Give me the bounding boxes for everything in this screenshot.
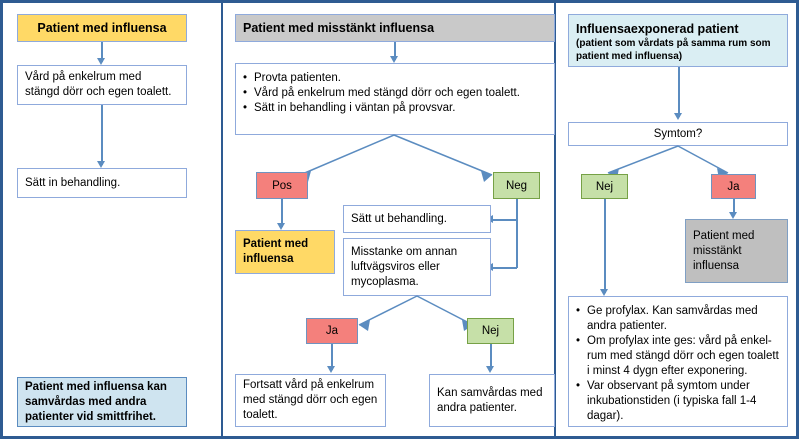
middle-branch-pos: Pos (256, 172, 308, 199)
middle-actions-box: Provta patienten. Vård på enkelrum med s… (235, 63, 555, 135)
left-step1-label: Vård på enkelrum med stängd dörr och ege… (25, 71, 172, 98)
middle-ja-connector-arrow (327, 366, 335, 373)
middle-branch-neg-label: Neg (505, 179, 528, 192)
middle-neg-action2-label: Misstanke om annan luftvägsviros eller m… (351, 245, 458, 288)
middle-neg-rail-hline-2 (492, 267, 517, 269)
list-item: Ge profylax. Kan samvårdas med andra pat… (576, 304, 780, 334)
column-divider-right (554, 3, 556, 436)
right-branch-ja-label: Ja (727, 180, 740, 193)
list-item: Provta patienten. (243, 71, 547, 86)
left-connector-2-arrow (97, 161, 105, 168)
middle-branch-ja: Ja (306, 318, 358, 344)
middle-ja-result-box: Fortsatt vård på enkelrum med stängd dör… (235, 374, 386, 427)
middle-branch-pos-label: Pos (272, 179, 292, 192)
middle-branch-ja-label: Ja (325, 325, 339, 337)
left-footer-label: Patient med influensa kan samvårdas med … (25, 380, 167, 423)
middle-ja-connector-line (331, 344, 333, 370)
right-ja-result-box: Patient med misstänkt influensa (685, 219, 788, 283)
middle-branch-nej-label: Nej (481, 325, 500, 337)
right-connector-1-arrow (674, 113, 682, 120)
right-ja-result-label: Patient med misstänkt influensa (693, 229, 755, 272)
left-step2-box: Sätt in behandling. (17, 168, 187, 198)
right-question-box: Symtom? (568, 122, 788, 146)
middle-neg-action1-label: Sätt ut behandling. (351, 212, 447, 225)
left-connector-1-arrow (97, 58, 105, 65)
middle-pos-result-box: Patient med influensa (235, 230, 335, 274)
right-header-subtitle: (patient som vårdats på samma rum som pa… (576, 38, 771, 62)
right-ja-connector-arrow (729, 212, 737, 219)
middle-pos-connector-line (281, 199, 283, 227)
middle-ja-result-label: Fortsatt vård på enkelrum med stängd dör… (243, 379, 378, 421)
middle-nej-result-label: Kan samvårdas med andra patienter. (437, 386, 543, 414)
right-question-label: Symtom? (653, 127, 703, 140)
column-divider-left (221, 3, 223, 436)
list-item: Vård på enkelrum med stängd dörr och ege… (243, 86, 547, 101)
list-item: Om profylax inte ges: vård på enkel-rum … (576, 334, 780, 379)
left-header-box: Patient med influensa (17, 14, 187, 42)
middle-header-label: Patient med misstänkt influensa (243, 20, 435, 35)
middle-branch-neg: Neg (493, 172, 540, 199)
middle-branch-nej: Nej (467, 318, 514, 344)
middle-connector-1-arrow (390, 56, 398, 63)
right-nej-connector-line (604, 199, 606, 293)
middle-nej-connector-line (490, 344, 492, 370)
left-step2-label: Sätt in behandling. (25, 176, 121, 189)
right-connector-1-line (678, 67, 680, 117)
list-item: Var observant på symtom under inkubation… (576, 379, 780, 424)
right-nej-connector-arrow (600, 289, 608, 296)
middle-pos-connector-arrow (277, 223, 285, 230)
right-branch-nej: Nej (581, 174, 628, 199)
left-step1-box: Vård på enkelrum med stängd dörr och ege… (17, 65, 187, 105)
middle-neg-action1-box: Sätt ut behandling. (343, 205, 491, 233)
middle-nej-connector-arrow (486, 366, 494, 373)
middle-header-box: Patient med misstänkt influensa (235, 14, 555, 42)
right-ja-connector-line (733, 199, 735, 215)
right-header-title: Influensaexponerad patient (576, 22, 739, 36)
left-header-label: Patient med influensa (37, 20, 167, 35)
right-header-box: Influensaexponerad patient (patient som … (568, 14, 788, 67)
middle-actions-list: Provta patienten. Vård på enkelrum med s… (243, 71, 547, 116)
right-branch-nej-label: Nej (595, 180, 614, 193)
middle-pos-result-label: Patient med influensa (243, 238, 309, 265)
left-connector-1-line (101, 42, 103, 62)
right-nej-actions-box: Ge profylax. Kan samvårdas med andra pat… (568, 296, 788, 427)
right-branch-ja: Ja (711, 174, 756, 199)
list-item: Sätt in behandling i väntan på provsvar. (243, 101, 547, 116)
middle-nej-result-box: Kan samvårdas med andra patienter. (429, 374, 555, 427)
middle-neg-rail-vline (516, 199, 518, 268)
right-nej-actions-list: Ge profylax. Kan samvårdas med andra pat… (576, 304, 780, 424)
left-footer-box: Patient med influensa kan samvårdas med … (17, 377, 187, 427)
middle-connector-1-line (394, 42, 396, 60)
left-connector-2-line (101, 105, 103, 165)
middle-neg-rail-hline-1 (492, 219, 517, 221)
middle-neg-action2-box: Misstanke om annan luftvägsviros eller m… (343, 238, 491, 296)
